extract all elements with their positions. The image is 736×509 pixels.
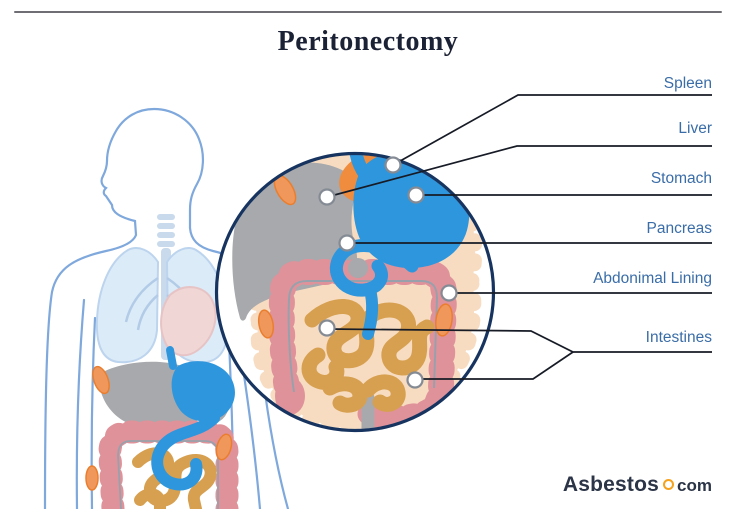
intestines-callout-line-lower — [415, 351, 574, 380]
body-abdominal-organs — [85, 346, 239, 509]
liver-label: Liver — [678, 120, 712, 137]
zoom-jejunum — [362, 284, 379, 340]
logo-tld-text: com — [677, 476, 712, 495]
zoom-stomach — [353, 155, 470, 268]
spleen-marker — [384, 156, 402, 174]
body-outline-left — [43, 107, 204, 509]
page-title: Peritonectomy — [277, 26, 459, 57]
callout-markers — [318, 156, 458, 389]
body-esophagus — [166, 346, 177, 370]
zoom-pancreas-head — [348, 258, 368, 278]
colon-marker — [406, 371, 424, 389]
heart — [160, 286, 217, 357]
left-arm-inner-line — [75, 298, 86, 509]
orange-ring-icon — [663, 479, 675, 490]
magnifier-ring — [214, 151, 496, 433]
body-duodenum — [151, 412, 220, 491]
stomach-marker — [407, 186, 425, 204]
pancreas-marker — [338, 234, 356, 252]
zoom-colon-inner-line — [287, 280, 439, 393]
zoom-lining-scallops — [248, 155, 483, 429]
liver-callout-line — [326, 145, 712, 198]
zoom-fat-pads — [257, 174, 453, 339]
left-lung — [95, 247, 160, 364]
body-fat-pads — [85, 365, 233, 491]
logo-brand-text: Asbestos — [562, 473, 660, 496]
spleen-callout-line — [392, 94, 712, 166]
chest-organs — [95, 214, 230, 364]
small-intestine-marker — [318, 319, 336, 337]
callout-lines — [326, 94, 712, 380]
body-small-intestine — [132, 447, 217, 509]
intestines-label: Intestines — [646, 329, 713, 346]
zoom-cecum — [275, 377, 305, 415]
top-rule — [14, 11, 722, 13]
abdominal-lining-label: Abdonimal Lining — [593, 270, 712, 287]
spleen-label: Spleen — [664, 75, 712, 92]
body-stomach — [171, 361, 235, 422]
intestines-callout-line-upper — [326, 328, 712, 353]
callout-labels: Spleen Liver Stomach Pancreas Abdonimal … — [593, 75, 712, 346]
liver-marker — [318, 188, 336, 206]
pancreas-label: Pancreas — [647, 220, 713, 237]
abdominal-lining-marker — [440, 284, 458, 302]
asbestos-logo: Asbestos com — [563, 473, 712, 497]
stomach-label: Stomach — [651, 170, 712, 187]
